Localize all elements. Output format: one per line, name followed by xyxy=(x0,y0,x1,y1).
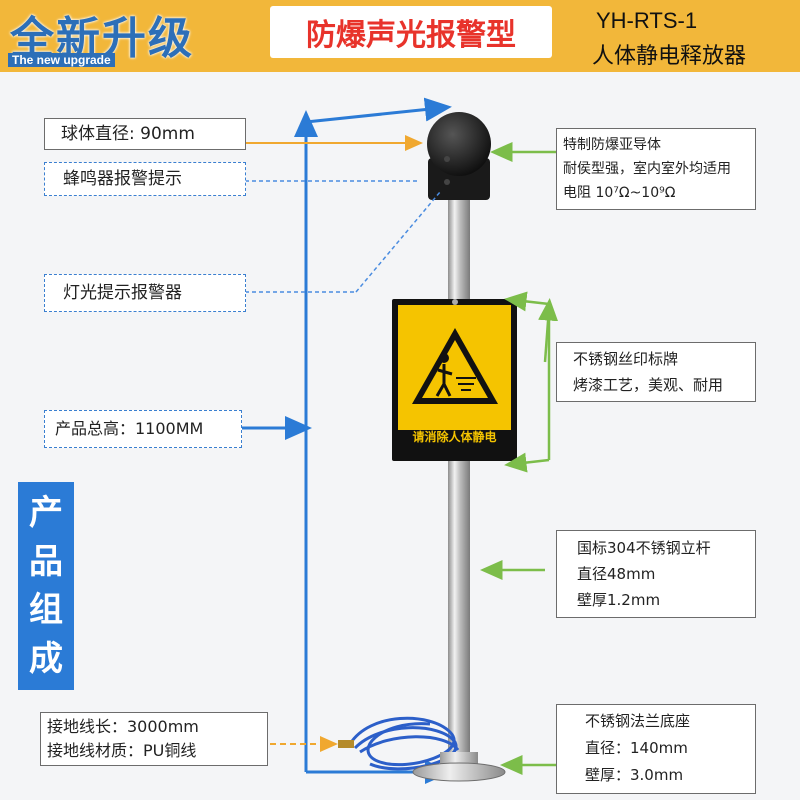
ground-wire xyxy=(348,716,460,771)
side-title-char-2: 品 xyxy=(29,541,63,582)
total-height-label: 产品总高：1100MM xyxy=(44,410,242,448)
buzzer-label: 蜂鸣器报警提示 xyxy=(44,162,246,196)
total-height-text: 产品总高：1100MM xyxy=(55,419,204,438)
flange-base xyxy=(412,762,506,782)
sign-caption: 请消除人体静电 xyxy=(412,430,497,444)
side-title-char-1: 产 xyxy=(29,493,63,534)
product-name: 人体静电释放器 xyxy=(592,44,747,69)
left-connectors xyxy=(245,135,441,752)
base-line3: 壁厚：3.0mm xyxy=(585,766,684,784)
ball-material-label: 特制防爆亚导体 耐侯型强，室内室外均适用 电阻 10⁷Ω~10⁹Ω xyxy=(556,128,756,210)
wire-material-text: 接地线材质：PU铜线 xyxy=(47,741,197,760)
side-title-char-3: 组 xyxy=(29,590,63,631)
title-box: 防爆声光报警型 xyxy=(270,6,552,58)
ball-head xyxy=(427,112,491,200)
model-number: YH-RTS-1 xyxy=(596,8,698,33)
ball-material-line3: 电阻 10⁷Ω~10⁹Ω xyxy=(563,185,676,201)
wire-length-text: 接地线长：3000mm xyxy=(47,717,199,736)
ground-wire-label: 接地线长：3000mm 接地线材质：PU铜线 xyxy=(40,712,268,766)
base-collar xyxy=(440,752,478,766)
pole-line1: 国标304不锈钢立杆 xyxy=(577,539,711,557)
base-line2: 直径：140mm xyxy=(585,739,688,757)
ball-material-line1: 特制防爆亚导体 xyxy=(563,137,661,153)
wire-clip xyxy=(338,740,354,748)
ball-diameter-label: 球体直径: 90mm xyxy=(44,118,246,150)
buzzer-text: 蜂鸣器报警提示 xyxy=(63,169,182,189)
light-alarm-label: 灯光提示报警器 xyxy=(44,274,246,312)
ball-material-line2: 耐侯型强，室内室外均适用 xyxy=(563,161,731,177)
warning-sign xyxy=(392,299,517,461)
ball-diameter-text: 球体直径: 90mm xyxy=(61,124,195,144)
pole-line3: 壁厚1.2mm xyxy=(577,591,661,609)
pole-label: 国标304不锈钢立杆 直径48mm 壁厚1.2mm xyxy=(556,530,756,618)
pole-line2: 直径48mm xyxy=(577,565,656,583)
product-diagram xyxy=(240,97,559,784)
base-line1: 不锈钢法兰底座 xyxy=(585,712,691,730)
light-alarm-text: 灯光提示报警器 xyxy=(63,283,182,303)
steel-pole xyxy=(448,182,470,762)
sign-board-label: 不锈钢丝印标牌 烤漆工艺，美观、耐用 xyxy=(556,342,756,402)
side-title-char-4: 成 xyxy=(29,638,63,679)
header-banner: 全新升级 The new upgrade 防爆声光报警型 YH-RTS-1 人体… xyxy=(0,0,800,72)
sign-board-line2: 烤漆工艺，美观、耐用 xyxy=(573,376,724,394)
logo: 全新升级 The new upgrade xyxy=(6,2,218,68)
base-label: 不锈钢法兰底座 直径：140mm 壁厚：3.0mm xyxy=(556,704,756,794)
right-connectors xyxy=(480,142,559,775)
logo-sub-text: The new upgrade xyxy=(8,53,115,67)
side-title: 产 品 组 成 xyxy=(18,482,74,690)
page-title: 防爆声光报警型 xyxy=(306,18,516,53)
sign-board-line1: 不锈钢丝印标牌 xyxy=(573,350,679,368)
